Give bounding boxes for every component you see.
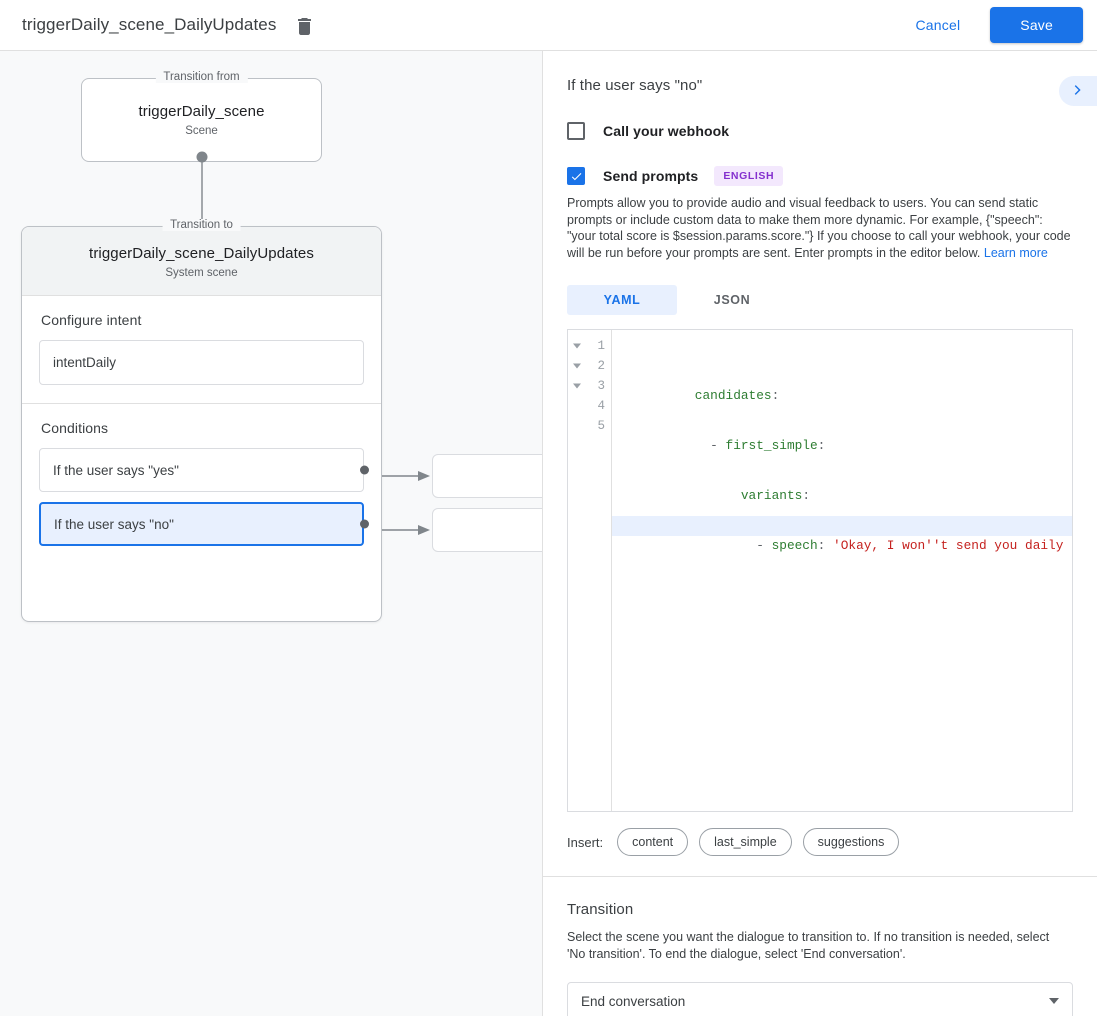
prompt-code-editor[interactable]: 1 2 3 4 5 candidates: - first_simple: va… <box>567 329 1073 812</box>
conditions-section: Conditions If the user says "yes" If the… <box>22 403 381 574</box>
transition-from-subtitle: Scene <box>185 125 218 137</box>
save-button[interactable]: Save <box>990 7 1083 43</box>
send-prompts-row[interactable]: Send prompts ENGLISH <box>567 166 1073 186</box>
code-indent <box>695 488 741 503</box>
transition-select[interactable]: End conversation <box>567 982 1073 1016</box>
tab-json[interactable]: JSON <box>713 293 751 307</box>
prompts-description: Prompts allow you to provide audio and v… <box>567 195 1073 261</box>
code-line-highlighted: - speech: 'Okay, I won''t send you daily… <box>612 516 1072 553</box>
transition-heading: Transition <box>567 901 634 918</box>
insert-label: Insert: <box>567 834 604 850</box>
insert-chip-content[interactable]: content <box>617 828 689 856</box>
line-number: 5 <box>597 419 605 433</box>
transition-to-header: triggerDaily_scene_DailyUpdates System s… <box>22 227 381 296</box>
editor-format-tabs: YAML JSON <box>567 285 1073 315</box>
fold-triangle-icon[interactable] <box>573 363 581 369</box>
intent-field[interactable]: intentDaily <box>39 340 364 385</box>
top-app-bar: triggerDaily_scene_DailyUpdates Cancel S… <box>0 0 1097 51</box>
transition-section: Transition Select the scene you want the… <box>543 877 1097 1016</box>
configure-intent-section: Configure intent intentDaily <box>22 296 381 403</box>
condition-row-no[interactable]: If the user says "no" <box>39 502 369 546</box>
chevron-right-icon <box>1070 82 1086 101</box>
insert-chips-row: Insert: content last_simple suggestions <box>567 828 1073 856</box>
section-divider <box>543 876 1097 877</box>
topbar-actions: Cancel Save <box>900 7 1097 43</box>
code-key: first_simple <box>725 438 818 453</box>
transition-to-node[interactable]: Transition to triggerDaily_scene_DailyUp… <box>21 219 382 622</box>
configure-intent-heading: Configure intent <box>41 312 142 328</box>
code-punct: : <box>817 438 826 453</box>
code-key: variants <box>740 488 803 503</box>
gutter-line[interactable]: 1 <box>568 336 611 356</box>
code-dash: - <box>710 438 726 453</box>
code-key: speech <box>771 538 818 553</box>
fold-triangle-icon[interactable] <box>573 343 581 349</box>
condition-handle-dot[interactable] <box>360 519 369 529</box>
tab-yaml[interactable]: YAML <box>567 285 677 315</box>
code-indent <box>695 538 756 553</box>
call-webhook-label: Call your webhook <box>603 123 730 139</box>
line-number: 1 <box>597 339 605 353</box>
gutter-line[interactable]: 5 <box>568 416 611 436</box>
code-line: variants: <box>612 466 1072 503</box>
transition-to-name: triggerDaily_scene_DailyUpdates <box>89 245 314 262</box>
code-indent <box>695 438 710 453</box>
code-punct: : <box>771 388 780 403</box>
code-key: candidates <box>694 388 772 403</box>
code-line <box>612 566 1072 586</box>
line-number: 2 <box>597 359 605 373</box>
line-number: 4 <box>597 399 605 413</box>
language-badge: ENGLISH <box>714 166 784 186</box>
cancel-button[interactable]: Cancel <box>900 8 977 42</box>
code-dash: - <box>756 538 772 553</box>
condition-label: If the user says "no" <box>54 516 174 532</box>
chevron-down-icon <box>1049 998 1059 1004</box>
page-title: triggerDaily_scene_DailyUpdates <box>22 15 277 34</box>
send-prompts-label: Send prompts <box>603 168 699 184</box>
prompts-description-text: Prompts allow you to provide audio and v… <box>567 196 1071 260</box>
condition-row-yes[interactable]: If the user says "yes" <box>39 448 369 492</box>
editor-gutter: 1 2 3 4 5 <box>568 330 612 811</box>
call-webhook-row[interactable]: Call your webhook <box>567 122 1073 140</box>
code-punct: : <box>817 538 834 553</box>
prompts-section: If the user says "no" Call your webhook … <box>543 51 1097 876</box>
transition-to-subtitle: System scene <box>165 267 238 279</box>
transition-select-value: End conversation <box>581 993 686 1009</box>
trash-icon <box>296 16 313 35</box>
transition-from-legend: Transition from <box>155 71 248 83</box>
condition-label: If the user says "yes" <box>53 462 179 478</box>
editor-code-area[interactable]: candidates: - first_simple: variants: - … <box>612 330 1072 811</box>
learn-more-link[interactable]: Learn more <box>983 245 1048 260</box>
code-string: 'Okay, I won''t send you daily update <box>833 538 1072 553</box>
line-number: 3 <box>597 379 605 393</box>
target-node-no[interactable] <box>432 508 542 552</box>
transition-from-node[interactable]: Transition from triggerDaily_scene Scene <box>81 71 322 162</box>
target-node-yes[interactable] <box>432 454 542 498</box>
transition-to-legend: Transition to <box>162 219 241 231</box>
flow-canvas[interactable]: Transition from triggerDaily_scene Scene… <box>0 51 542 1016</box>
code-punct: : <box>802 488 810 503</box>
code-line: - first_simple: <box>612 416 1072 453</box>
condition-handle-dot[interactable] <box>360 465 369 475</box>
fold-triangle-icon[interactable] <box>573 383 581 389</box>
call-webhook-checkbox[interactable] <box>567 122 585 140</box>
panel-collapse-button[interactable] <box>1059 76 1097 106</box>
panel-header: If the user says "no" <box>567 73 1073 94</box>
send-prompts-checkbox[interactable] <box>567 167 585 185</box>
transition-description: Select the scene you want the dialogue t… <box>567 930 1050 961</box>
insert-chip-last-simple[interactable]: last_simple <box>699 828 792 856</box>
gutter-line[interactable]: 2 <box>568 356 611 376</box>
code-line: candidates: <box>612 366 1072 403</box>
delete-button[interactable] <box>290 11 318 39</box>
transition-from-name: triggerDaily_scene <box>138 103 265 120</box>
gutter-line[interactable]: 4 <box>568 396 611 416</box>
details-panel: If the user says "no" Call your webhook … <box>542 51 1097 1016</box>
conditions-heading: Conditions <box>41 420 109 436</box>
panel-title: If the user says "no" <box>567 77 703 94</box>
gutter-line[interactable]: 3 <box>568 376 611 396</box>
insert-chip-suggestions[interactable]: suggestions <box>802 828 900 856</box>
